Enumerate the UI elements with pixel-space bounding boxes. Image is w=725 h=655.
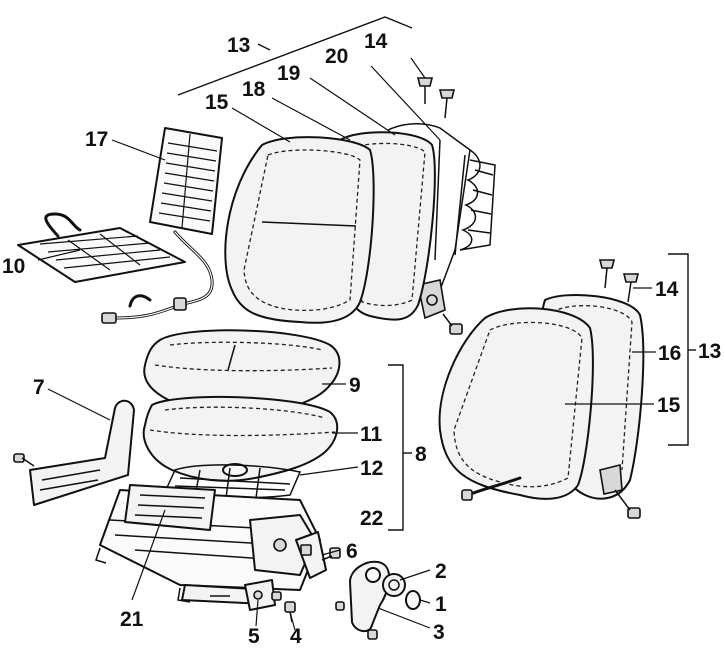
callout-22: 22	[360, 507, 383, 530]
callout-7: 7	[33, 376, 45, 399]
callout-15-right: 15	[657, 394, 681, 417]
leader-lines	[37, 57, 656, 631]
callout-15-left: 15	[205, 91, 229, 114]
callout-4: 4	[290, 625, 302, 648]
group-bracket-13-top	[177, 16, 413, 96]
seatback-heater-mat	[149, 127, 223, 235]
cushion-heater-mat	[17, 212, 186, 283]
side-trim-7	[13, 399, 135, 506]
callout-12: 12	[360, 457, 383, 480]
callout-2: 2	[435, 560, 447, 583]
callout-1: 1	[435, 593, 447, 616]
callout-14-top: 14	[364, 30, 388, 53]
bracket-5	[244, 579, 282, 611]
callout-5: 5	[248, 625, 260, 648]
callout-6: 6	[346, 540, 358, 563]
callout-20: 20	[325, 45, 348, 68]
cushion-cover-9	[143, 329, 341, 419]
callout-18: 18	[242, 78, 266, 101]
callout-10: 10	[2, 255, 25, 278]
seat-frame-21	[95, 484, 321, 605]
heater-harness	[101, 230, 214, 324]
bolts-14-top	[416, 77, 456, 119]
callout-9: 9	[349, 374, 361, 397]
knob-cap-1	[405, 590, 421, 610]
group-bracket-13-tick	[257, 43, 271, 51]
callout-17: 17	[85, 128, 108, 151]
callout-3: 3	[433, 621, 445, 644]
callout-8: 8	[415, 443, 427, 466]
callout-13-right: 13	[698, 340, 721, 363]
cushion-pad-11	[142, 395, 339, 482]
callout-14-right: 14	[655, 278, 679, 301]
callout-11: 11	[360, 423, 383, 446]
heater-grid	[158, 133, 218, 229]
callout-19: 19	[277, 62, 300, 85]
group-bracket-8	[388, 364, 404, 531]
callout-21: 21	[120, 608, 144, 631]
recliner-knob-2	[382, 573, 406, 597]
seatback-cover-15	[224, 136, 375, 324]
bolts-14-right	[598, 259, 640, 303]
callout-13-top: 13	[227, 34, 250, 57]
seatbelt-buckle-6	[295, 531, 341, 579]
seatback-cover-15-right	[438, 307, 594, 501]
recliner-cover-3	[335, 560, 391, 640]
seatback-frame	[387, 123, 496, 335]
callout-16: 16	[658, 342, 681, 365]
callouts: 13 14 20 19 18 15 17 10 14 16 13 15 9 7 …	[2, 30, 721, 648]
